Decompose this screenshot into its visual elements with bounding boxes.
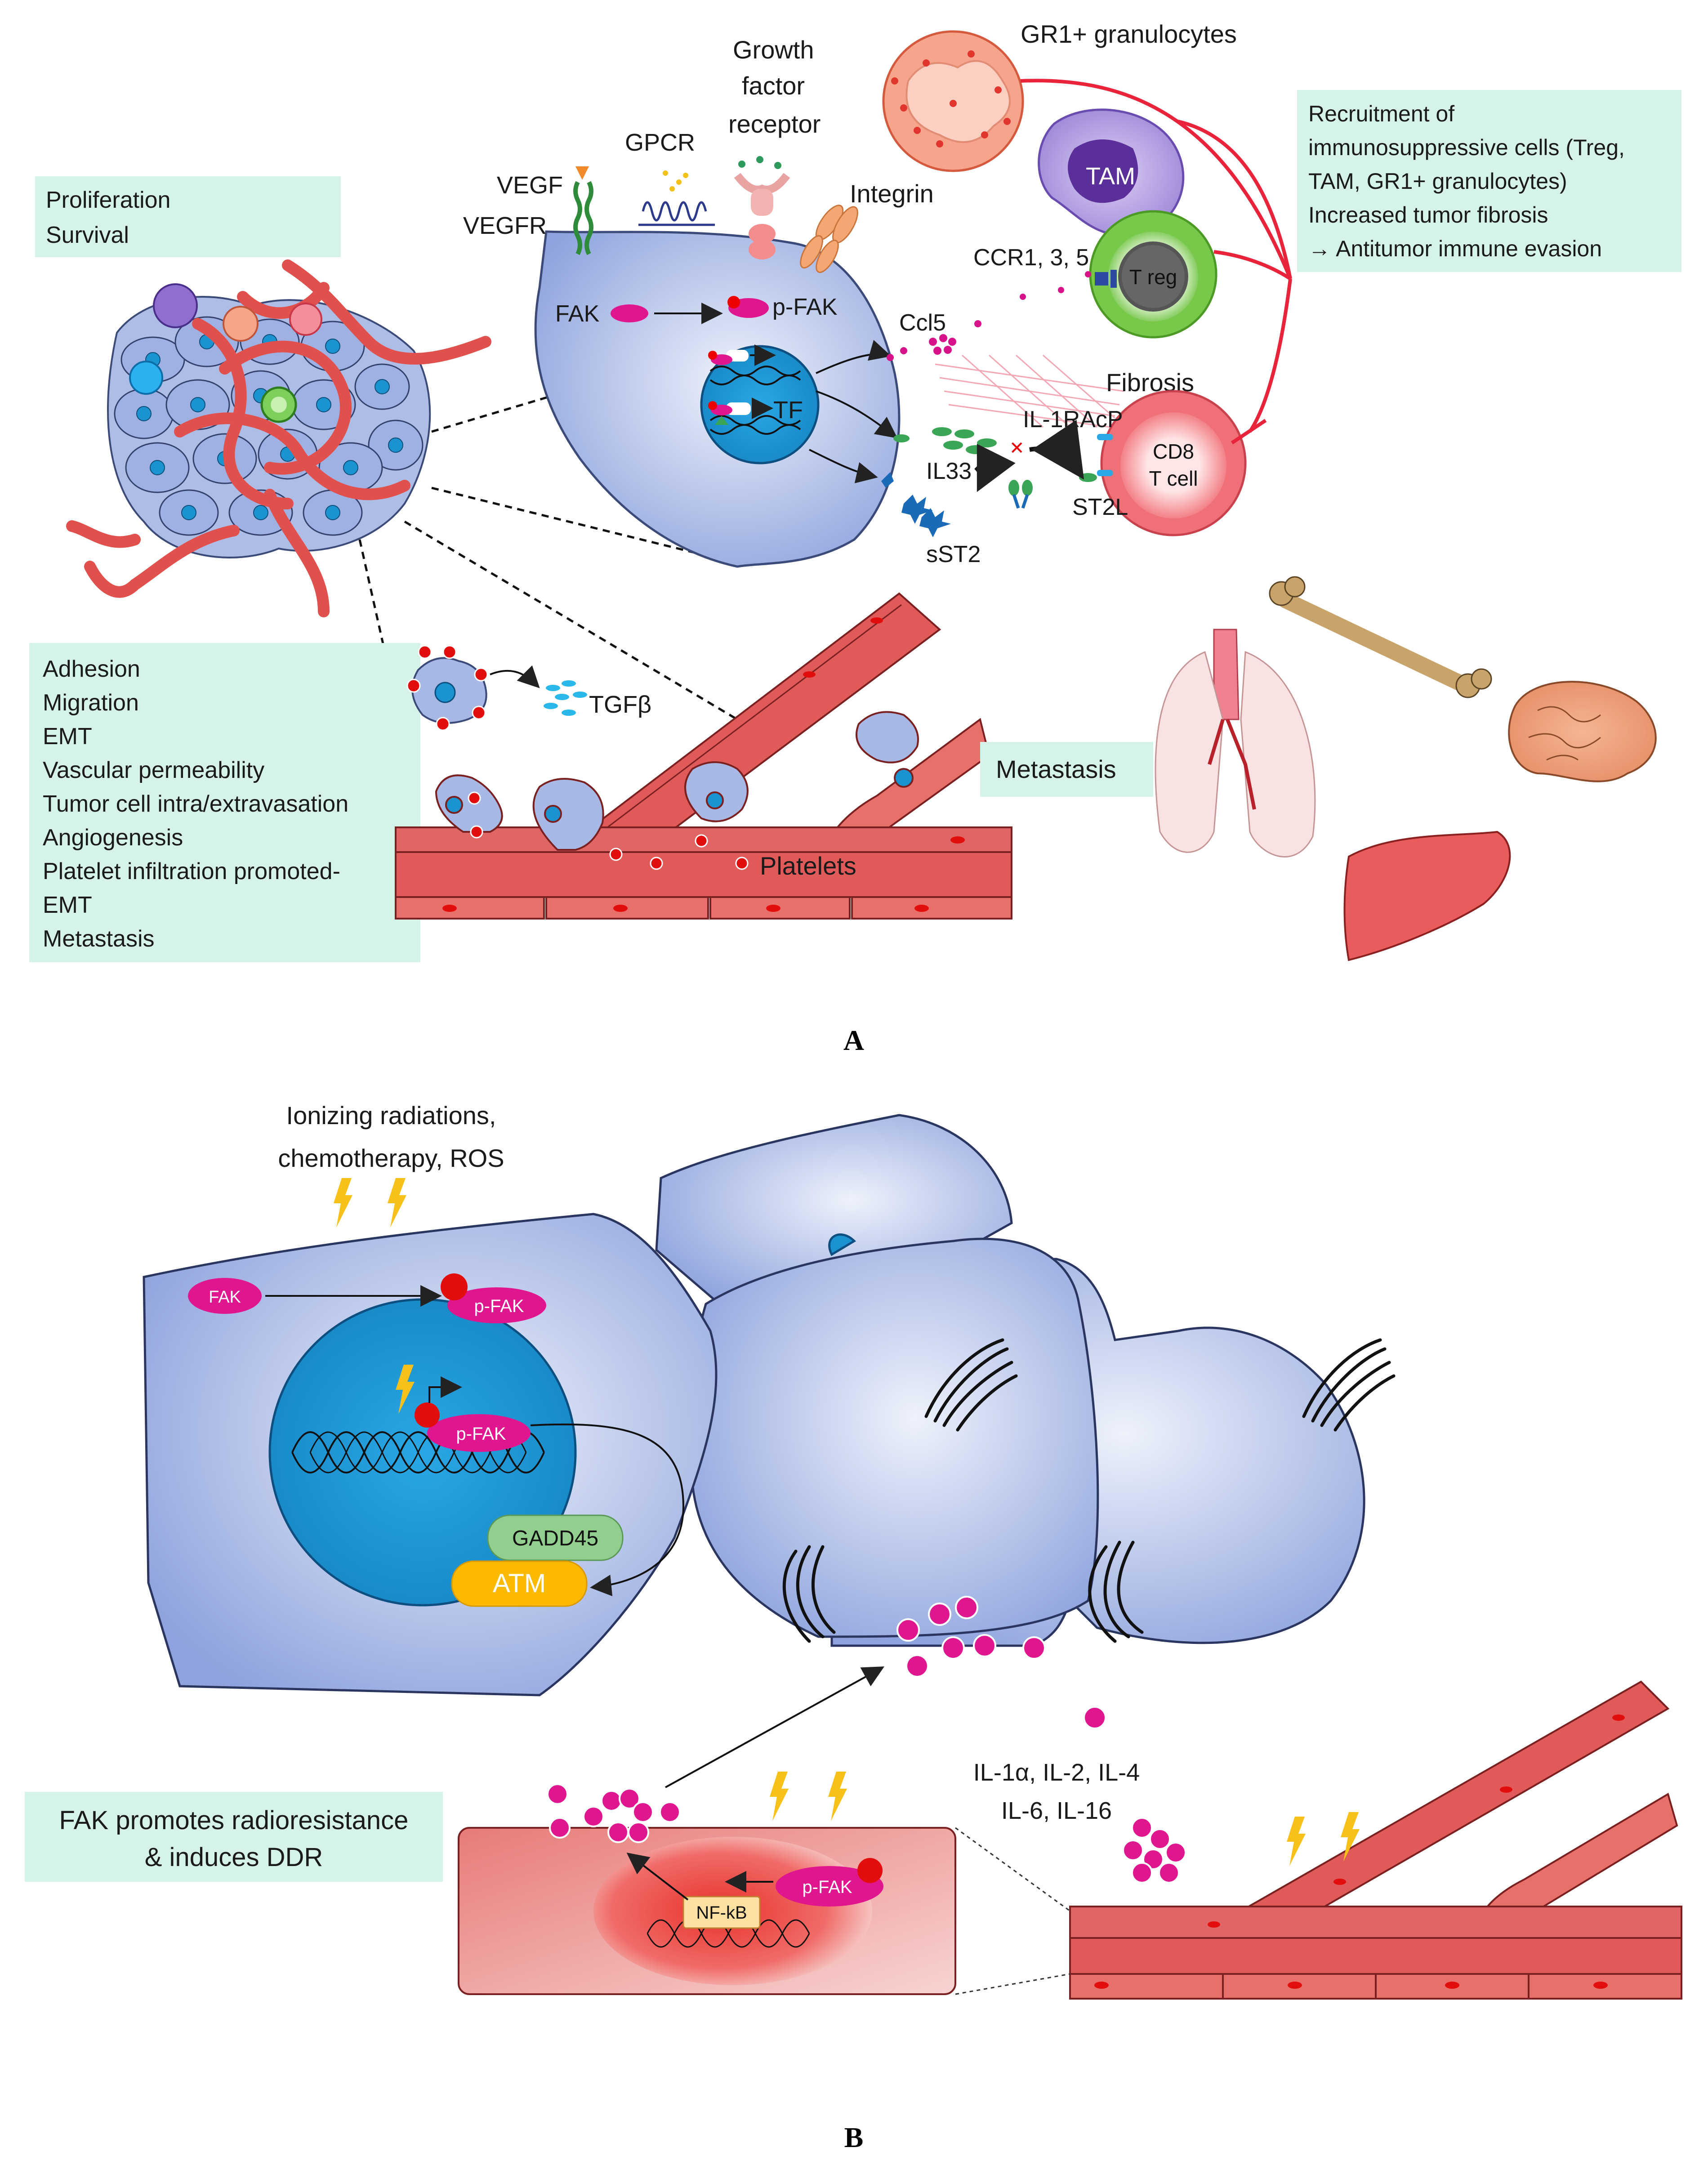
block-x: ✕ [1009, 438, 1025, 458]
interleukins-line-2: IL-6, IL-16 [1001, 1797, 1112, 1824]
proliferation-label: Proliferation [46, 187, 170, 213]
zoom-connectors [955, 1827, 1070, 1995]
tf-label: TF [773, 397, 803, 424]
metastasis-label: Metastasis [996, 755, 1116, 783]
pfak-label: p-FAK [772, 294, 838, 320]
vegfr-label: VEGFR [463, 212, 547, 239]
fak-label: FAK [555, 301, 600, 327]
fak-molecule [611, 304, 648, 322]
fak-b-label: FAK [209, 1288, 241, 1307]
il33-label: IL33 [926, 458, 972, 484]
adhesion-box: Adhesion Migration EMT Vascular permeabi… [29, 643, 420, 962]
suppression-lines [1020, 79, 1292, 445]
lightning-icons-mid [770, 1772, 847, 1821]
gr1-label: GR1+ granulocytes [1021, 20, 1237, 48]
adhesion-line-1: Adhesion [43, 656, 140, 682]
metastasis-box: Metastasis [980, 742, 1153, 797]
recruitment-line-3: TAM, GR1+ granulocytes) [1308, 169, 1567, 194]
adhesion-line-8: EMT [43, 892, 92, 918]
secreted-dots [547, 1783, 681, 1843]
vegf-label: VEGF [497, 172, 563, 199]
tumor-cell: TF FAK p-FAK [534, 230, 901, 568]
recruitment-line-2: immunosuppressive cells (Treg, [1308, 135, 1625, 160]
platelet-tumor-cluster: TGFβ [406, 645, 651, 731]
adhesion-line-7: Platelet infiltration promoted- [43, 858, 340, 884]
tgfb-label: TGFβ [589, 691, 651, 718]
pfak-endo-label: p-FAK [802, 1877, 852, 1897]
adhesion-line-6: Angiogenesis [43, 825, 183, 851]
radioresistance-box: FAK promotes radioresistance & induces D… [25, 1792, 443, 1882]
lung-icon [1155, 629, 1316, 857]
sst2-label: sST2 [926, 541, 981, 567]
brain-icon [1508, 681, 1657, 782]
pfak-membrane-label: p-FAK [474, 1296, 524, 1316]
radioresistance-line-2: & induces DDR [145, 1843, 323, 1872]
gadd45-label: GADD45 [512, 1527, 598, 1550]
liver-icon [1343, 830, 1511, 961]
lightning-icons-top [334, 1178, 406, 1228]
ccl5-label: Ccl5 [899, 310, 946, 336]
background-cells [655, 1114, 1365, 1647]
blood-vessel-b [1069, 1680, 1682, 2000]
cd8-label-2: T cell [1149, 467, 1198, 490]
receptors: VEGF VEGFR GPCR Growth factor receptor I… [463, 36, 934, 273]
platelets-label: Platelets [760, 852, 856, 880]
organs [1155, 576, 1657, 961]
tam-label: TAM [1086, 163, 1135, 190]
tumor-mass [66, 259, 491, 617]
stress-line-1: Ionizing radiations, [286, 1101, 496, 1130]
endothelial-cell: NF-kB p-FAK [458, 1827, 956, 1995]
adhesion-line-9: Metastasis [43, 926, 155, 952]
adhesion-line-3: EMT [43, 723, 92, 750]
interleukins-line-1: IL-1α, IL-2, IL-4 [973, 1759, 1140, 1786]
adhesion-line-5: Tumor cell intra/extravasation [43, 791, 348, 817]
treg-label: T reg [1129, 265, 1177, 289]
st2l-label: ST2L [1072, 494, 1128, 520]
growth-factor-label-2: factor [742, 71, 805, 100]
recruitment-line-4: Increased tumor fibrosis [1308, 202, 1548, 228]
nfkb-label: NF-kB [696, 1903, 747, 1923]
panel-b-label: B [844, 2121, 864, 2153]
fibrosis-mesh [935, 354, 1124, 428]
radioresistance-line-1: FAK promotes radioresistance [59, 1806, 409, 1835]
immune-cells: GR1+ granulocytes TAM T reg CCR1, 3, 5 C… [881, 20, 1292, 567]
il1racp-label: IL-1RAcP [1023, 406, 1123, 433]
stress-line-2: chemotherapy, ROS [278, 1144, 504, 1172]
chromosome-marks [782, 1338, 1396, 1643]
bone-icon [1269, 576, 1492, 698]
survival-label: Survival [46, 222, 129, 248]
growth-factor-label-1: Growth [733, 36, 814, 64]
panel-a-label: A [843, 1024, 864, 1056]
blood-vessel-a: Platelets [395, 592, 1012, 920]
recruitment-line-1: Recruitment of [1308, 101, 1454, 126]
pfak-nucleus-label: p-FAK [456, 1424, 506, 1444]
ccr-label: CCR1, 3, 5 [973, 245, 1089, 271]
vessel-cytokines [1122, 1817, 1186, 1884]
radio-cell: FAK p-FAK p-FAK GADD45 ATM [143, 1213, 718, 1697]
proliferation-box: Proliferation Survival [35, 176, 341, 257]
growth-factor-label-3: receptor [728, 110, 821, 138]
adhesion-line-4: Vascular permeability [43, 757, 264, 783]
gpcr-label: GPCR [625, 129, 695, 156]
cd8-label-1: CD8 [1153, 440, 1194, 463]
recruitment-line-5: → Antitumor immune evasion [1308, 236, 1602, 261]
atm-label: ATM [493, 1569, 546, 1598]
cytokine-dots [896, 1596, 1106, 1729]
integrin-label: Integrin [850, 179, 934, 208]
recruitment-box: Recruitment of immunosuppressive cells (… [1297, 90, 1681, 272]
adhesion-line-2: Migration [43, 690, 139, 716]
